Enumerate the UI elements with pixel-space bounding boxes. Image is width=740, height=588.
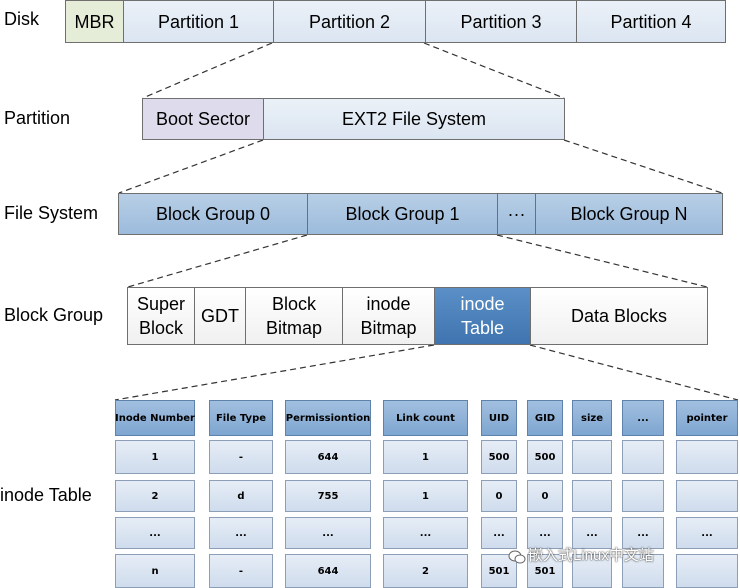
table-cell-inode-number: 1 [115,440,195,474]
table-cell-uid: 500 [481,440,517,474]
disk-partition-3: Partition 3 [426,1,577,42]
label-inode-table: inode Table [0,485,92,505]
watermark-text: 嵌入式Linux中文站 [528,547,654,564]
partition-row: Boot Sector EXT2 File System [142,98,565,140]
connector-line [563,139,723,194]
table-cell-permission: 644 [285,554,371,588]
table-cell-pointer [676,440,738,474]
table-cell-file-type: ... [209,517,273,549]
connector-line [142,42,273,99]
connector-line [496,234,708,288]
table-header-more: ... [622,400,664,436]
inode-bitmap: inode Bitmap [343,288,435,344]
table-cell-file-type: d [209,480,273,512]
connector-line [529,344,739,401]
table-header-file-type: File Type [209,400,273,436]
connector-line [114,344,435,401]
table-cell-gid: ... [527,517,563,549]
block-group-n: Block Group N [536,194,722,234]
table-header-inode-number: Inode Number [115,400,195,436]
disk-mbr: MBR [66,1,124,42]
label-partition: Partition [4,108,71,128]
table-cell-size [572,440,612,474]
disk-partition-2: Partition 2 [274,1,426,42]
table-cell-gid: 500 [527,440,563,474]
table-cell-gid: 501 [527,554,563,588]
table-cell-uid: 0 [481,480,517,512]
block-group-ellipsis: ··· [498,194,536,234]
table-cell-more: ... [622,517,664,549]
label-file-system: File System [4,203,99,223]
table-cell-inode-number: ... [115,517,195,549]
table-cell-pointer [676,554,738,588]
disk-partition-4: Partition 4 [577,1,725,42]
wechat-icon [508,550,526,564]
table-cell-pointer: ... [676,517,738,549]
table-cell-link-count: ... [383,517,468,549]
table-cell-uid: ... [481,517,517,549]
table-cell-pointer [676,480,738,512]
table-cell-gid: 0 [527,480,563,512]
connector-line [423,42,565,99]
gdt: GDT [195,288,246,344]
label-block-group: Block Group [4,305,104,325]
table-cell-permission: 755 [285,480,371,512]
table-cell-file-type: - [209,554,273,588]
table-header-uid: UID [481,400,517,436]
boot-sector: Boot Sector [143,99,264,139]
table-header-size: size [572,400,612,436]
file-system-row: Block Group 0 Block Group 1 ··· Block Gr… [118,193,723,235]
block-bitmap: Block Bitmap [246,288,343,344]
table-header-link-count: Link count [383,400,468,436]
disk-row: MBR Partition 1 Partition 2 Partition 3 … [65,0,726,43]
block-group-0: Block Group 0 [119,194,308,234]
disk-partition-1: Partition 1 [124,1,274,42]
connector-line [118,139,264,194]
table-header-pointer: pointer [676,400,738,436]
table-cell-more [622,440,664,474]
table-cell-file-type: - [209,440,273,474]
data-blocks: Data Blocks [531,288,707,344]
super-block: Super Block [128,288,195,344]
inode-table-block: inode Table [435,288,531,344]
connector-line [127,234,308,288]
table-cell-permission: ... [285,517,371,549]
block-group-1: Block Group 1 [308,194,498,234]
table-cell-link-count: 1 [383,440,468,474]
table-cell-link-count: 1 [383,480,468,512]
table-header-permission: Permissiontion [285,400,371,436]
block-group-row: Super Block GDT Block Bitmap inode Bitma… [127,287,708,345]
table-cell-more [622,480,664,512]
table-cell-size: ... [572,517,612,549]
ext2-file-system: EXT2 File System [264,99,564,139]
table-header-gid: GID [527,400,563,436]
label-disk: Disk [4,9,39,29]
table-cell-size [572,480,612,512]
table-cell-inode-number: n [115,554,195,588]
table-cell-permission: 644 [285,440,371,474]
table-cell-inode-number: 2 [115,480,195,512]
table-cell-link-count: 2 [383,554,468,588]
